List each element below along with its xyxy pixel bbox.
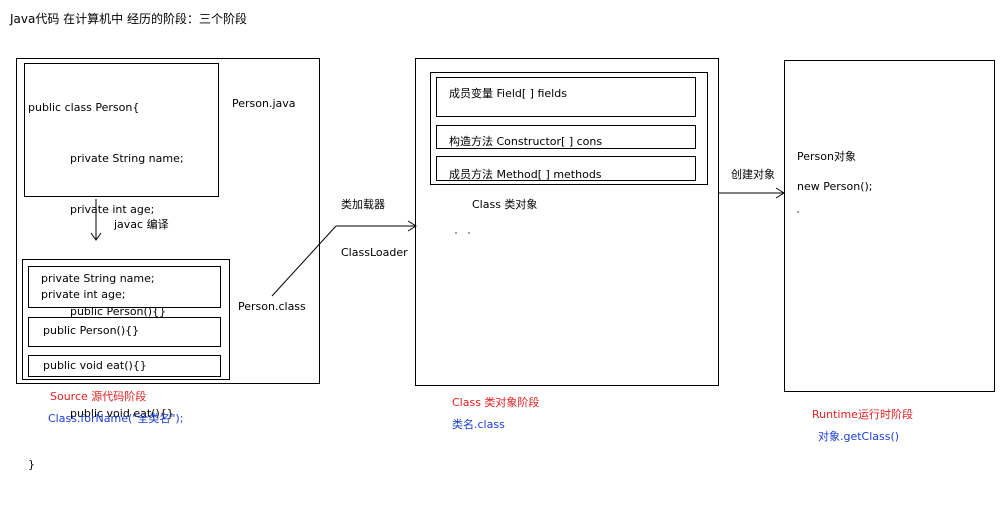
runtime-stage-method: 对象.getClass() (818, 430, 900, 443)
fields-box: 成员变量 Field[ ] fields (436, 77, 696, 117)
class-stage-box (415, 58, 719, 386)
class-loader-sublabel: ClassLoader (341, 246, 408, 259)
class-object-label: Class 类对象 (472, 198, 538, 211)
methods-label: 成员方法 Method[ ] methods (449, 168, 602, 181)
class-fields-box: private String name; private int age; (28, 266, 221, 308)
create-object-label: 创建对象 (731, 168, 775, 181)
page-title: Java代码 在计算机中 经历的阶段：三个阶段 (10, 12, 247, 26)
method-line: public void eat(){} (43, 359, 147, 372)
code-line: public void eat(){} (28, 407, 174, 420)
methods-box: 成员方法 Method[ ] methods (436, 156, 696, 181)
javac-compile-label: javac 编译 (114, 218, 169, 231)
person-class-label: Person.class (238, 300, 306, 313)
fields-label: 成员变量 Field[ ] fields (449, 87, 567, 100)
code-line: public class Person{ (28, 101, 140, 114)
field-age-line: private int age; (41, 288, 126, 301)
class-file-box (22, 259, 230, 380)
source-stage-box (16, 58, 320, 384)
code-line: private String name; (28, 152, 184, 165)
runtime-stage-label: Runtime运行时阶段 (812, 408, 913, 421)
class-method-box: public void eat(){} (28, 355, 221, 377)
class-object-inner-box (430, 72, 708, 185)
runtime-stage-box (784, 60, 995, 392)
create-arrow-head (775, 187, 785, 199)
field-name-line: private String name; (41, 272, 155, 285)
code-line: private int age; (28, 203, 155, 216)
java-source-code: public class Person{ private String name… (28, 65, 184, 507)
source-stage-label: Source 源代码阶段 (50, 390, 147, 403)
constructors-box: 构造方法 Constructor[ ] cons (436, 125, 696, 149)
class-loader-label: 类加载器 (341, 198, 385, 211)
code-line: public Person(){} (28, 305, 167, 318)
class-constructor-box: public Person(){} (28, 317, 221, 347)
source-stage-method: Class.forName("全类名"); (48, 412, 184, 425)
loader-diagonal-line (271, 225, 337, 297)
class-stage-label: Class 类对象阶段 (452, 396, 540, 409)
java-source-box: public class Person{ private String name… (24, 63, 219, 471)
class-stage-method: 类名.class (452, 418, 505, 431)
compile-arrow-head (90, 232, 102, 241)
constructor-line: public Person(){} (43, 324, 140, 337)
constructors-label: 构造方法 Constructor[ ] cons (449, 135, 603, 148)
loader-arrow-head (407, 220, 417, 232)
person-object-label: Person对象 (797, 150, 856, 163)
new-person-label: new Person(); (797, 180, 873, 193)
person-java-label: Person.java (232, 97, 296, 110)
diagram-arrows (90, 187, 799, 297)
